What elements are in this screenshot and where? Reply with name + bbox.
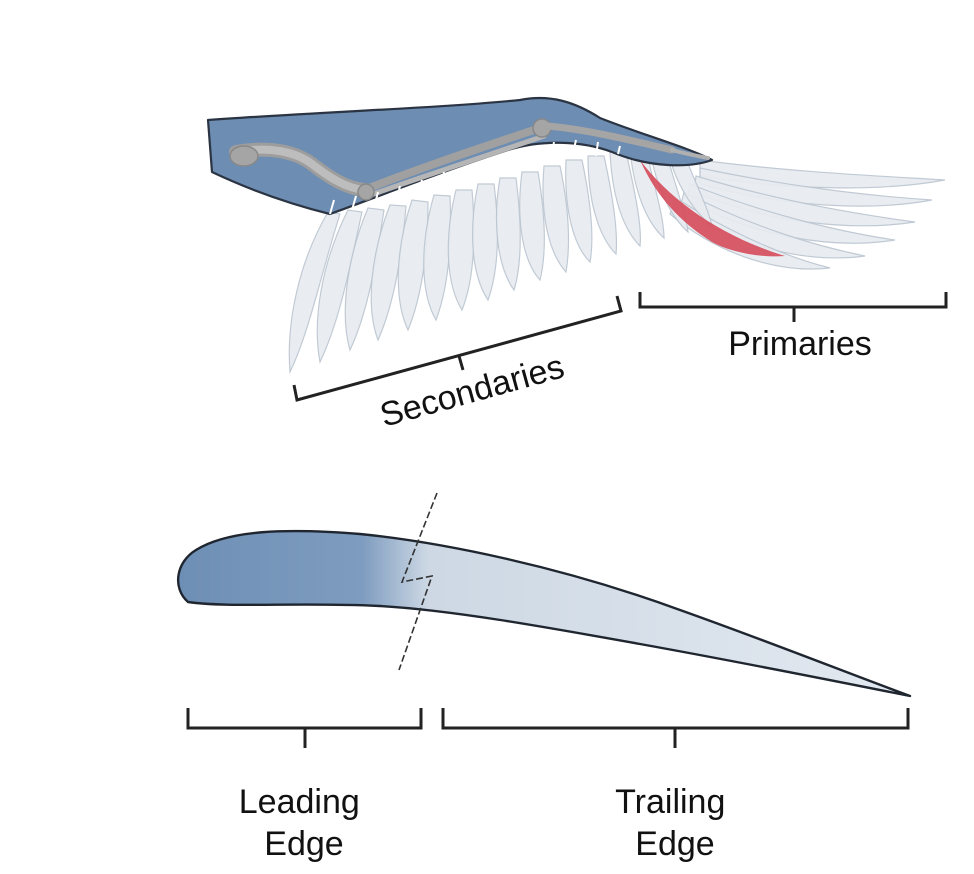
airfoil-shape: [176, 529, 912, 698]
leading-edge-label: Leading Edge: [239, 783, 369, 863]
leading-edge-label-line2: Edge: [264, 825, 343, 863]
primaries-label: Primaries: [728, 325, 872, 363]
leading-edge-label-line1: Leading: [239, 783, 360, 821]
primaries-bracket: [638, 292, 948, 322]
trailing-edge-label-line1: Trailing: [615, 783, 725, 821]
wing-bones: [229, 118, 710, 201]
alula-muscle: [640, 160, 785, 257]
secondary-feathers: [288, 149, 713, 375]
secondaries-bracket: [292, 295, 623, 402]
primary-feathers: [669, 159, 946, 270]
leading-edge-bracket: [186, 708, 423, 748]
secondaries-label: Secondaries: [376, 348, 568, 435]
airfoil-cross-section-icon: [176, 492, 912, 698]
section-break-line: [398, 492, 438, 671]
trailing-edge-label-line2: Edge: [635, 825, 714, 863]
trailing-edge-label: Trailing Edge: [615, 783, 735, 863]
trailing-edge-bracket: [441, 708, 910, 748]
feather-quills: [329, 139, 621, 215]
bird-wing-icon: [206, 96, 946, 375]
